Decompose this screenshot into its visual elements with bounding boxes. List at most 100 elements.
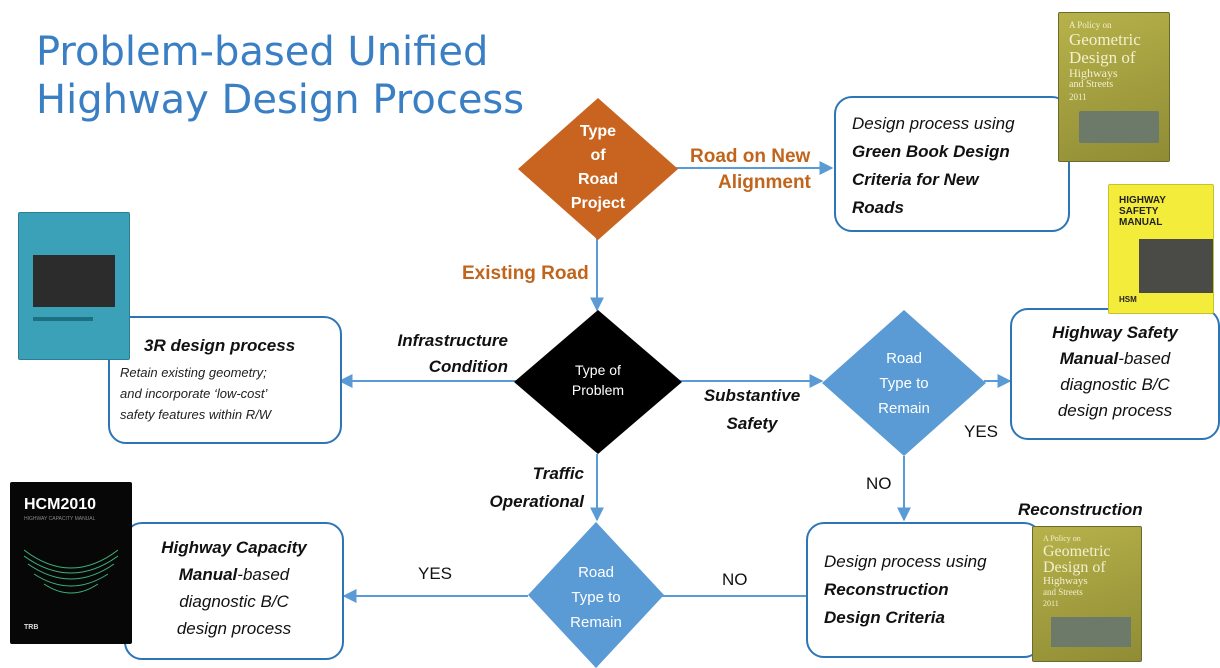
label-line: Project — [570, 195, 626, 212]
text-line: and incorporate ‘low-cost’ — [120, 386, 268, 401]
label-line: of — [590, 147, 606, 164]
reconstruction-header: Reconstruction — [1018, 500, 1143, 519]
text-line: 2011 — [1043, 599, 1059, 608]
text-line: Operational — [489, 492, 584, 511]
text-line: Design of — [1069, 48, 1136, 67]
hsm-process-text: Highway Safety Manual-based diagnostic B… — [1010, 320, 1220, 424]
text-line: and Streets — [1069, 79, 1114, 90]
text-line: Highways — [1043, 575, 1088, 587]
text-line: SAFETY — [1119, 206, 1159, 217]
diamond-road-type-right-label: Road Type to Remain — [854, 346, 954, 421]
diamond-road-type-bottom-label: Road Type to Remain — [546, 560, 646, 635]
text-line: Safety — [726, 414, 778, 433]
diamond-type-of-road-project-label: Type of Road Project — [548, 120, 648, 216]
reconstruction-process-box — [806, 522, 1042, 658]
text-line: Road on New — [690, 146, 811, 167]
green-book-cover-top: A Policy on Geometric Design of Highways… — [1058, 12, 1170, 162]
book-cover-title: HIGHWAY SAFETY MANUAL — [1119, 195, 1166, 228]
text-normal: -based — [1118, 349, 1171, 368]
text-line: 2011 — [1069, 92, 1087, 102]
green-book-process-box — [834, 96, 1070, 232]
edge-label-new-alignment: Road on New Alignment — [690, 144, 811, 196]
label-line: Type — [579, 123, 617, 140]
text-line: Traffic — [532, 464, 584, 483]
hcm-process-text: Highway Capacity Manual-based diagnostic… — [124, 534, 344, 642]
text-line: Condition — [428, 357, 508, 376]
text-line: Geometric — [1069, 30, 1141, 49]
text-line: diagnostic B/C — [1060, 375, 1170, 394]
book-cover-subtitle: HIGHWAY CAPACITY MANUAL — [24, 516, 96, 522]
3r-book-cover — [18, 212, 130, 360]
title-line-2: Highway Design Process — [36, 77, 525, 123]
text-line: A Policy on — [1043, 534, 1081, 543]
book-cover-title: A Policy on Geometric Design of Highways… — [1069, 19, 1141, 103]
edge-label-substantive-safety: Substantive Safety — [694, 382, 810, 438]
text-line: and Streets — [1043, 587, 1083, 597]
label-line: Type to — [571, 589, 621, 606]
green-book-cover-bottom: A Policy on Geometric Design of Highways… — [1032, 526, 1142, 662]
hsm-book-cover: HIGHWAY SAFETY MANUAL HSM — [1108, 184, 1214, 314]
diamond-type-of-problem-label: Type of Problem — [548, 360, 648, 400]
text-line: safety features within R/W — [120, 407, 271, 422]
diamond-type-of-road-project — [518, 98, 678, 240]
three-r-process-title: 3R design process — [144, 336, 296, 355]
book-line — [33, 317, 93, 321]
text-line: Infrastructure — [397, 331, 508, 350]
three-r-process-box — [108, 316, 342, 444]
text-line: diagnostic B/C — [179, 592, 289, 611]
reconstruction-process-text: Design process using Reconstruction Desi… — [824, 548, 987, 632]
text-line: Green Book Design — [852, 142, 1010, 161]
edge-label-existing-road: Existing Road — [462, 263, 589, 284]
label-line: Problem — [571, 382, 625, 398]
text-line: Roads — [852, 198, 904, 217]
text-bold: Manual — [178, 565, 238, 584]
text-line: design process — [176, 619, 292, 638]
book-badge: TRB — [24, 624, 39, 631]
book-badge: HSM — [1119, 295, 1137, 304]
book-cover-title: HCM2010 — [24, 496, 97, 513]
text-line: Highway Safety — [1052, 323, 1178, 342]
edge-label-yes-bottom: YES — [418, 564, 453, 583]
text-line: Retain existing geometry; — [120, 365, 267, 380]
book-photo — [1079, 111, 1159, 143]
text-line: Geometric — [1043, 543, 1111, 560]
book-photo — [1051, 617, 1131, 647]
text-normal: -based — [237, 565, 290, 584]
label-line: Remain — [570, 614, 622, 631]
text-line: design process — [1057, 401, 1173, 420]
text-line: Design of — [1043, 559, 1106, 576]
hsm-process-box — [1010, 308, 1220, 440]
edge-label-traffic-operational: Traffic Operational — [478, 460, 584, 516]
book-graphic — [24, 549, 118, 594]
book-photo — [33, 255, 115, 307]
text-line: Design Criteria — [824, 608, 945, 627]
diamond-road-type-right — [822, 310, 986, 456]
text-line: Substantive — [703, 386, 801, 405]
text-line: Reconstruction — [824, 580, 949, 599]
text-line: Alignment — [718, 172, 811, 193]
book-photo — [1139, 239, 1213, 293]
label-line: Remain — [878, 400, 930, 417]
hcm-process-box — [124, 522, 344, 660]
edge-label-infrastructure: Infrastructure Condition — [374, 328, 508, 380]
edge-label-yes-right: YES — [964, 422, 999, 441]
edge-label-no-right: NO — [866, 474, 892, 493]
text-line: Criteria for New — [852, 170, 979, 189]
text-line: Design process using — [824, 552, 987, 571]
label-line: Type to — [879, 375, 929, 392]
hcm-book-cover: HCM2010 HIGHWAY CAPACITY MANUAL TRB — [10, 482, 132, 644]
edge-label-no-bottom: NO — [722, 570, 748, 589]
green-book-process-text: Design process using Green Book Design C… — [852, 110, 1015, 222]
book-cover-title: A Policy on Geometric Design of Highways… — [1043, 533, 1111, 609]
diamond-type-of-problem — [514, 310, 682, 454]
label-line: Road — [578, 171, 618, 188]
text-line: HIGHWAY — [1119, 195, 1166, 206]
page-title: Problem-based Unified Highway Design Pro… — [36, 28, 524, 124]
label-line: Road — [578, 564, 614, 581]
text-line: Highways — [1069, 66, 1118, 80]
text-line: Manual-based — [124, 561, 344, 588]
diamond-road-type-bottom — [528, 522, 664, 668]
text-line: Highway Capacity — [161, 538, 307, 557]
